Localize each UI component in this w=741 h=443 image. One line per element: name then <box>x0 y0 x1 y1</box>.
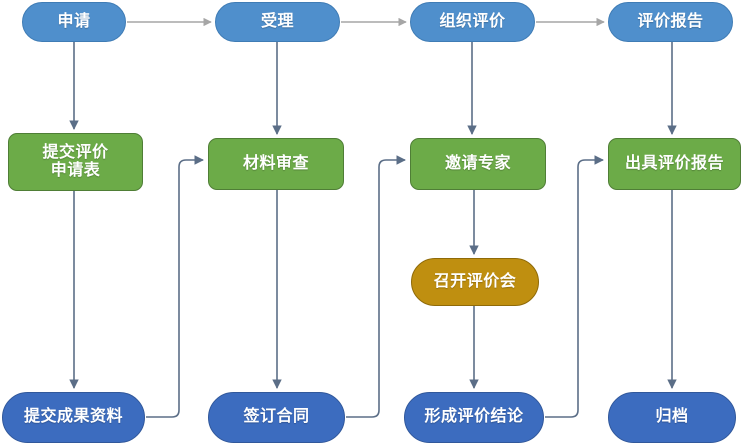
edge-submit-results-to-material-review <box>146 155 204 418</box>
node-evaluation-report-label: 评价报告 <box>637 12 704 30</box>
node-accept-label: 受理 <box>260 12 294 30</box>
node-invite-expert-label: 邀请专家 <box>444 154 511 172</box>
edge-sign-contract-to-invite-expert <box>346 155 406 418</box>
node-submit-application-form[interactable]: 提交评价 申请表 <box>8 133 143 191</box>
node-organize-evaluation[interactable]: 组织评价 <box>410 2 535 42</box>
node-form-conclusion-label: 形成评价结论 <box>424 408 524 426</box>
node-issue-evaluation-report[interactable]: 出具评价报告 <box>608 138 741 190</box>
node-hold-evaluation-meeting-label: 召开评价会 <box>433 272 517 290</box>
node-submit-application-form-label: 提交评价 申请表 <box>42 143 109 179</box>
node-archive-label: 归档 <box>655 408 689 426</box>
node-form-conclusion[interactable]: 形成评价结论 <box>404 392 544 443</box>
node-invite-expert[interactable]: 邀请专家 <box>410 138 546 190</box>
node-submit-results[interactable]: 提交成果资料 <box>2 392 145 443</box>
node-hold-evaluation-meeting[interactable]: 召开评价会 <box>411 258 539 306</box>
edge-form-conclusion-to-issue-report <box>545 155 604 418</box>
node-accept[interactable]: 受理 <box>215 2 340 42</box>
node-archive[interactable]: 归档 <box>608 392 736 443</box>
node-organize-evaluation-label: 组织评价 <box>439 12 506 30</box>
node-apply[interactable]: 申请 <box>22 2 126 42</box>
node-submit-results-label: 提交成果资料 <box>23 408 123 426</box>
node-sign-contract[interactable]: 签订合同 <box>208 392 345 443</box>
node-issue-evaluation-report-label: 出具评价报告 <box>624 154 724 172</box>
node-apply-label: 申请 <box>57 12 91 30</box>
node-material-review[interactable]: 材料审查 <box>208 138 344 190</box>
node-material-review-label: 材料审查 <box>242 154 309 172</box>
node-evaluation-report[interactable]: 评价报告 <box>608 2 733 42</box>
node-sign-contract-label: 签订合同 <box>243 408 310 426</box>
